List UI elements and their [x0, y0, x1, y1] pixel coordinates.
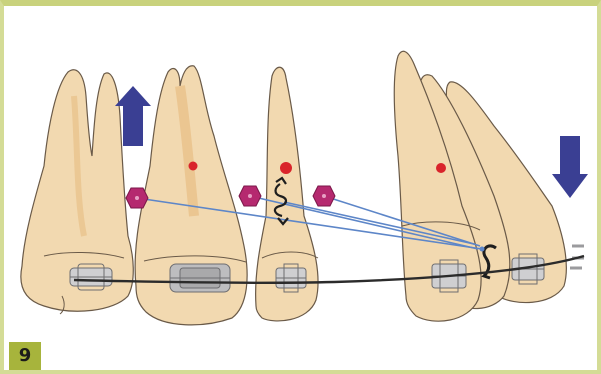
orthodontic-diagram: [4, 6, 597, 370]
center-of-resistance-canine: [189, 162, 198, 171]
marker-center: [239, 186, 261, 206]
bracket-lateral: [276, 264, 306, 292]
marker-left: [126, 188, 148, 208]
force-origin-point: [480, 247, 485, 252]
arrow-down-icon: [552, 136, 588, 198]
bracket-molar: [70, 264, 112, 290]
center-of-resistance-incisor: [436, 163, 446, 173]
bracket-canine: [170, 264, 230, 292]
center-of-resistance-lateral: [280, 162, 292, 174]
marker-right: [313, 186, 335, 206]
figure-number-badge: 9: [9, 342, 41, 370]
